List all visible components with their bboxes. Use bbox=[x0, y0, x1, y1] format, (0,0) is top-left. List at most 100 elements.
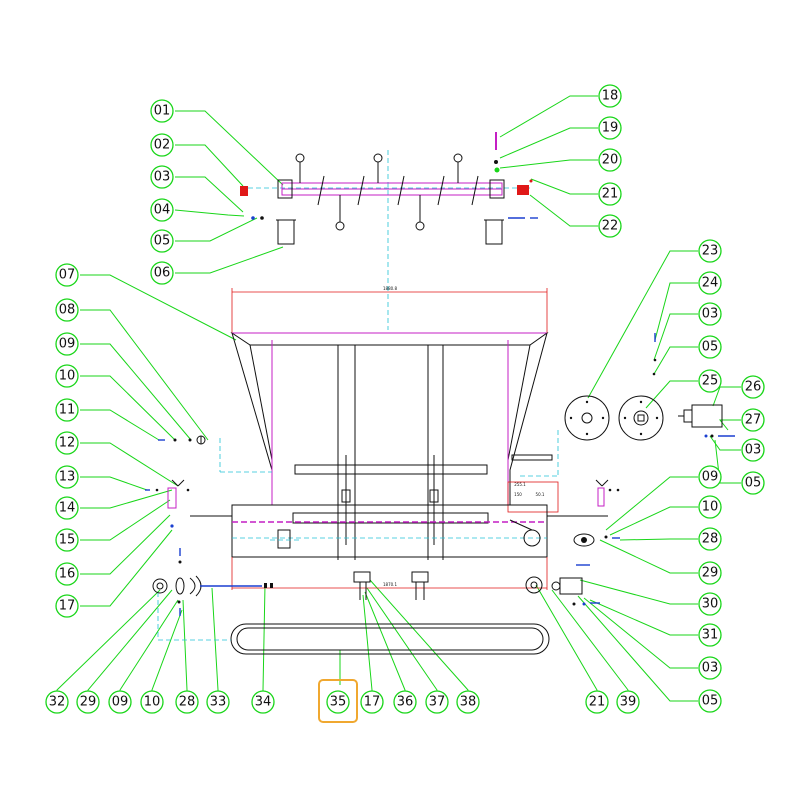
svg-text:11: 11 bbox=[59, 403, 76, 418]
svg-text:14: 14 bbox=[59, 501, 76, 516]
conveyor-belt bbox=[157, 592, 550, 655]
svg-text:18: 18 bbox=[602, 89, 619, 104]
callout-05-right: 05 bbox=[698, 335, 722, 359]
svg-text:33: 33 bbox=[210, 695, 227, 710]
svg-text:25: 25 bbox=[702, 374, 719, 389]
svg-text:08: 08 bbox=[59, 303, 76, 318]
callout-10-right: 10 bbox=[698, 495, 722, 519]
callout-16: 16 bbox=[55, 562, 79, 586]
svg-text:01: 01 bbox=[154, 104, 171, 119]
callout-17-bottom: 17 bbox=[360, 690, 384, 714]
svg-text:29: 29 bbox=[702, 566, 719, 581]
callout-09: 09 bbox=[55, 332, 79, 356]
svg-text:30: 30 bbox=[702, 597, 719, 612]
hopper-body: 1880.8 bbox=[219, 286, 559, 560]
svg-text:22: 22 bbox=[602, 219, 619, 234]
svg-text:03: 03 bbox=[702, 661, 719, 676]
svg-text:28: 28 bbox=[179, 695, 196, 710]
svg-text:37: 37 bbox=[429, 695, 446, 710]
svg-text:29: 29 bbox=[80, 695, 97, 710]
svg-text:05: 05 bbox=[702, 694, 719, 709]
dimension-small-a: 255.1 bbox=[514, 482, 526, 487]
callout-14: 14 bbox=[55, 496, 79, 520]
callout-17: 17 bbox=[55, 594, 79, 618]
right-parts bbox=[525, 333, 735, 606]
svg-text:10: 10 bbox=[59, 369, 76, 384]
svg-text:12: 12 bbox=[59, 436, 76, 451]
shaft-assembly bbox=[240, 132, 538, 330]
dimension-small-c: 50.1 bbox=[536, 492, 545, 497]
callout-29-right: 29 bbox=[698, 561, 722, 585]
svg-text:23: 23 bbox=[702, 244, 719, 259]
callout-06: 06 bbox=[150, 261, 174, 285]
callout-28-bottom: 28 bbox=[175, 690, 199, 714]
svg-text:39: 39 bbox=[620, 695, 637, 710]
callout-25: 25 bbox=[698, 369, 722, 393]
svg-text:21: 21 bbox=[589, 695, 606, 710]
svg-text:32: 32 bbox=[49, 695, 66, 710]
callout-03-bottom-right: 03 bbox=[698, 656, 722, 680]
callout-11: 11 bbox=[55, 398, 79, 422]
svg-text:05: 05 bbox=[154, 234, 171, 249]
callout-36: 36 bbox=[393, 690, 417, 714]
highlight-box bbox=[318, 679, 358, 723]
dimension-bottom-width: 1870.1 bbox=[383, 582, 397, 587]
left-parts bbox=[145, 435, 273, 616]
svg-text:15: 15 bbox=[59, 533, 76, 548]
callout-09-bottom: 09 bbox=[108, 690, 132, 714]
callout-03-motor: 03 bbox=[741, 438, 765, 462]
svg-text:36: 36 bbox=[397, 695, 414, 710]
callout-01: 01 bbox=[150, 99, 174, 123]
callout-26: 26 bbox=[741, 375, 765, 399]
callout-37: 37 bbox=[425, 690, 449, 714]
callout-22: 22 bbox=[598, 214, 622, 238]
svg-text:07: 07 bbox=[59, 268, 76, 283]
callout-12: 12 bbox=[55, 431, 79, 455]
callout-05-bottom-right: 05 bbox=[698, 689, 722, 713]
callout-19: 19 bbox=[598, 116, 622, 140]
svg-text:02: 02 bbox=[154, 138, 171, 153]
leader-lines bbox=[56, 95, 741, 702]
callout-03-right: 03 bbox=[698, 302, 722, 326]
callout-39: 39 bbox=[616, 690, 640, 714]
svg-text:27: 27 bbox=[745, 413, 762, 428]
svg-text:17: 17 bbox=[364, 695, 381, 710]
callout-18: 18 bbox=[598, 84, 622, 108]
callout-29-bottom: 29 bbox=[76, 690, 100, 714]
callout-09-right: 09 bbox=[698, 465, 722, 489]
svg-text:06: 06 bbox=[154, 266, 171, 281]
callout-21: 21 bbox=[598, 182, 622, 206]
svg-text:34: 34 bbox=[255, 695, 272, 710]
callout-32: 32 bbox=[45, 690, 69, 714]
callout-21-bottom: 21 bbox=[585, 690, 609, 714]
callout-31: 31 bbox=[698, 623, 722, 647]
svg-text:10: 10 bbox=[144, 695, 161, 710]
callout-07: 07 bbox=[55, 263, 79, 287]
callout-03: 03 bbox=[150, 165, 174, 189]
callout-13: 13 bbox=[55, 465, 79, 489]
callout-24: 24 bbox=[698, 271, 722, 295]
svg-text:26: 26 bbox=[745, 380, 762, 395]
dimension-hopper-width: 1880.8 bbox=[383, 286, 397, 291]
callout-23: 23 bbox=[698, 239, 722, 263]
svg-text:09: 09 bbox=[112, 695, 129, 710]
dimension-small-b: 150 bbox=[514, 492, 522, 497]
callout-10: 10 bbox=[55, 364, 79, 388]
callout-05: 05 bbox=[150, 229, 174, 253]
callout-35-highlighted[interactable]: 35 bbox=[318, 679, 358, 723]
svg-text:21: 21 bbox=[602, 187, 619, 202]
svg-text:16: 16 bbox=[59, 567, 76, 582]
svg-text:13: 13 bbox=[59, 470, 76, 485]
svg-text:19: 19 bbox=[602, 121, 619, 136]
svg-text:09: 09 bbox=[702, 470, 719, 485]
conveyor-frame: 255.1 150 50.1 1870.1 bbox=[190, 481, 608, 600]
svg-text:38: 38 bbox=[460, 695, 477, 710]
callout-38: 38 bbox=[456, 690, 480, 714]
svg-text:03: 03 bbox=[745, 443, 762, 458]
svg-text:20: 20 bbox=[602, 153, 619, 168]
svg-text:09: 09 bbox=[59, 337, 76, 352]
svg-text:05: 05 bbox=[745, 476, 762, 491]
svg-text:35: 35 bbox=[330, 695, 347, 710]
